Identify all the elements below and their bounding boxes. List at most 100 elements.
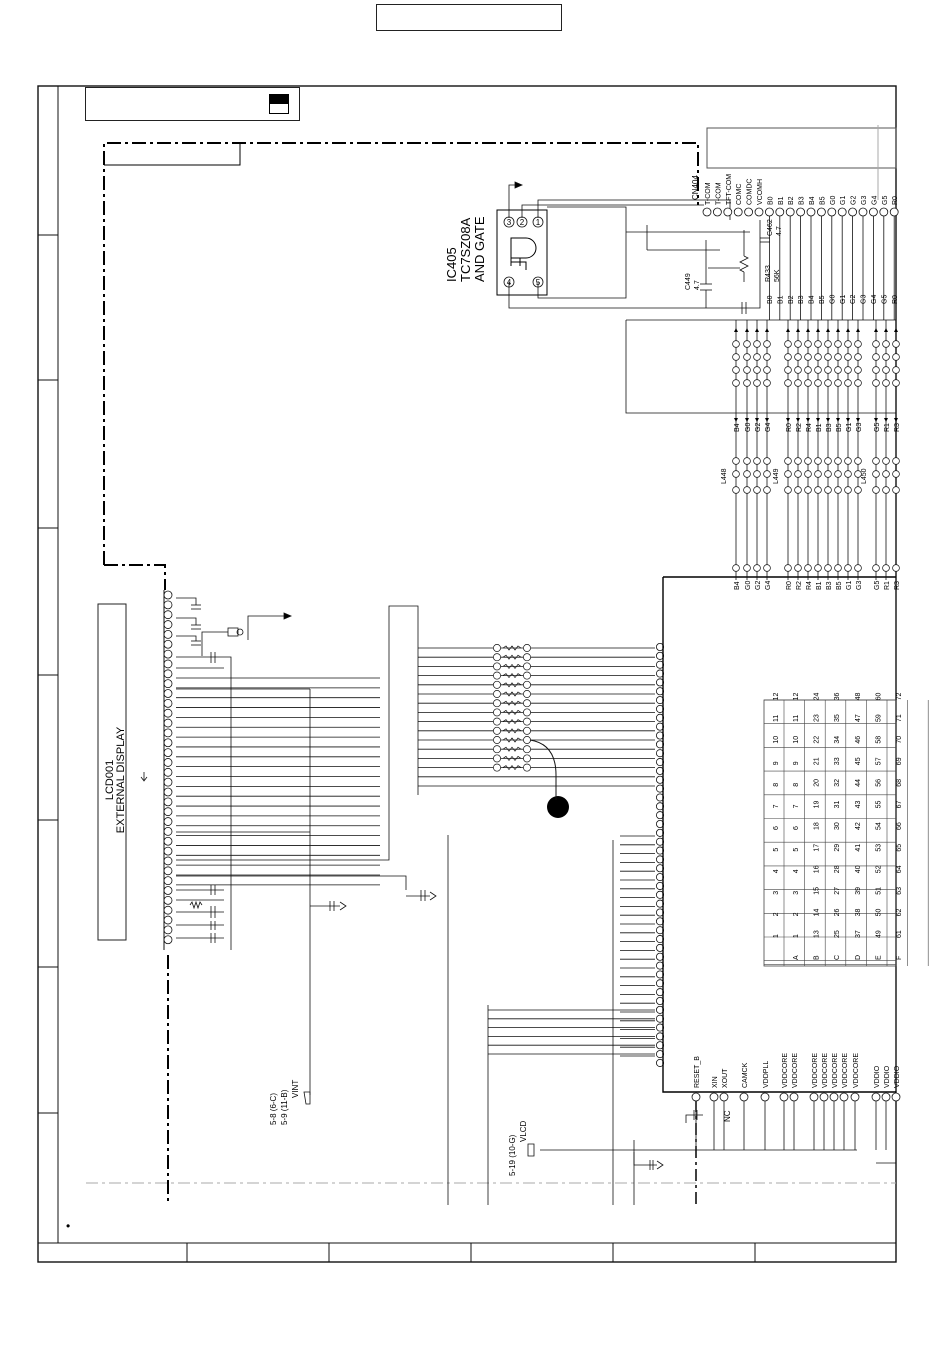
grid-cell: 13 <box>814 930 821 938</box>
display-name: EXTERNAL DISPLAY <box>115 726 127 833</box>
filter-node <box>872 564 880 572</box>
filter-arrow <box>745 418 749 422</box>
ic-outline-left <box>662 577 896 1093</box>
filter-label-upper: R4 <box>806 423 813 432</box>
filter-node <box>753 379 761 387</box>
ic-bottom-pin-label: VDDCORE <box>842 1053 849 1088</box>
cn404-pin <box>723 207 733 217</box>
filter-node <box>763 340 771 348</box>
lcd-connector-pins <box>163 590 173 950</box>
cn404-pin <box>733 207 743 217</box>
filter-arrow <box>894 418 898 422</box>
grid-cell: 66 <box>896 822 903 830</box>
filter-node <box>753 564 761 572</box>
l450-label: L450 <box>861 468 868 484</box>
grid-row-label: D <box>855 955 862 960</box>
filter-node <box>743 379 751 387</box>
filter-node <box>892 564 900 572</box>
grid-col-label: 5 <box>773 848 780 852</box>
legend-box <box>85 87 300 121</box>
filter-node <box>844 379 852 387</box>
filter-node <box>814 366 822 374</box>
lcd-pin <box>163 738 173 748</box>
filter-label-upper: B5 <box>836 423 843 432</box>
cn404-bottom-label: R0 <box>892 295 899 304</box>
block-boundary <box>103 142 699 1205</box>
filter-label-lower: G2 <box>755 581 762 590</box>
filter-node <box>882 564 890 572</box>
grid-cell: 54 <box>875 822 882 830</box>
grid-col-label: 7 <box>773 804 780 808</box>
bga-pin-grid: 123456789101112A123456789101112B13141516… <box>763 693 929 967</box>
cn404-bottom-label: B3 <box>798 295 805 304</box>
filter-node <box>784 486 792 494</box>
filter-node <box>732 353 740 361</box>
filter-arrow <box>755 328 759 332</box>
ic-bottom-pin-label: RESET_B <box>694 1056 701 1088</box>
rarray-pin <box>493 736 501 744</box>
filter-node <box>732 457 740 465</box>
lcd-pin <box>163 886 173 895</box>
rarray-pin <box>493 699 501 708</box>
filter-arrow <box>884 328 888 332</box>
filter-label-upper: B3 <box>826 423 833 432</box>
filter-arrow <box>874 328 878 332</box>
grid-cell: 48 <box>855 693 862 701</box>
filter-node <box>854 564 862 572</box>
cn404-label: CN404 <box>691 175 700 200</box>
filter-node <box>882 486 890 494</box>
resistor-array <box>493 644 531 772</box>
filter-node <box>882 366 890 374</box>
grid-cell: 44 <box>855 779 862 787</box>
filter-node <box>794 366 802 374</box>
filter-label-lower: B5 <box>836 581 843 590</box>
filter-label-upper: G2 <box>755 423 762 432</box>
bullet-mark: • <box>66 1219 70 1233</box>
grid-cell: 63 <box>896 887 903 895</box>
filter-label-upper: R1 <box>884 423 891 432</box>
rarray-pin <box>493 671 501 680</box>
lcd-pin <box>163 689 173 698</box>
lcd-pin <box>163 679 173 689</box>
filter-node <box>743 564 751 572</box>
filter-node <box>834 486 842 494</box>
rarray-pin <box>523 671 531 680</box>
filter-node <box>882 470 890 478</box>
filter-node <box>784 457 792 465</box>
rarray-pin <box>493 708 501 717</box>
lcd-pin <box>163 807 173 817</box>
rarray-resistor <box>502 663 522 669</box>
lcd-pin <box>163 649 173 659</box>
cn404-bottom-label: G2 <box>850 295 857 304</box>
ic-bottom-pin <box>709 1092 719 1102</box>
cn404-pin-label: G4 <box>871 196 878 205</box>
filter-node <box>892 470 900 478</box>
grid-row-label: B <box>814 955 821 960</box>
grid-cell: 31 <box>834 801 841 809</box>
filter-label-lower: B1 <box>816 581 823 590</box>
filter-arrow <box>796 328 800 332</box>
cn404-bottom-label: G5 <box>881 295 888 304</box>
rarray-resistor <box>502 765 522 771</box>
cn404-bottom-label: B4 <box>809 295 816 304</box>
cn404-pin <box>837 207 847 217</box>
grid-cell: 42 <box>855 822 862 830</box>
grid-cell: 39 <box>855 887 862 895</box>
grid-cell: 15 <box>814 887 821 895</box>
filter-label-upper: G4 <box>765 423 772 432</box>
lcd-pin <box>163 708 173 718</box>
ic-bottom-pin <box>779 1092 789 1102</box>
filter-label-upper: G5 <box>874 423 881 432</box>
grid-cell: 61 <box>896 930 903 938</box>
c462-value: 4.7 <box>776 226 783 236</box>
cn404-pin <box>744 207 753 217</box>
cn404-pin <box>754 207 764 217</box>
rarray-resistor <box>502 700 522 706</box>
cn404-pin-label: B5 <box>819 196 826 205</box>
grid-cell: 65 <box>896 844 903 852</box>
grid-cell: 8 <box>793 783 800 787</box>
ic-bottom-pin <box>760 1092 770 1102</box>
grid-col-label: 8 <box>773 783 780 787</box>
vlcd-label: VLCD <box>519 1120 528 1142</box>
